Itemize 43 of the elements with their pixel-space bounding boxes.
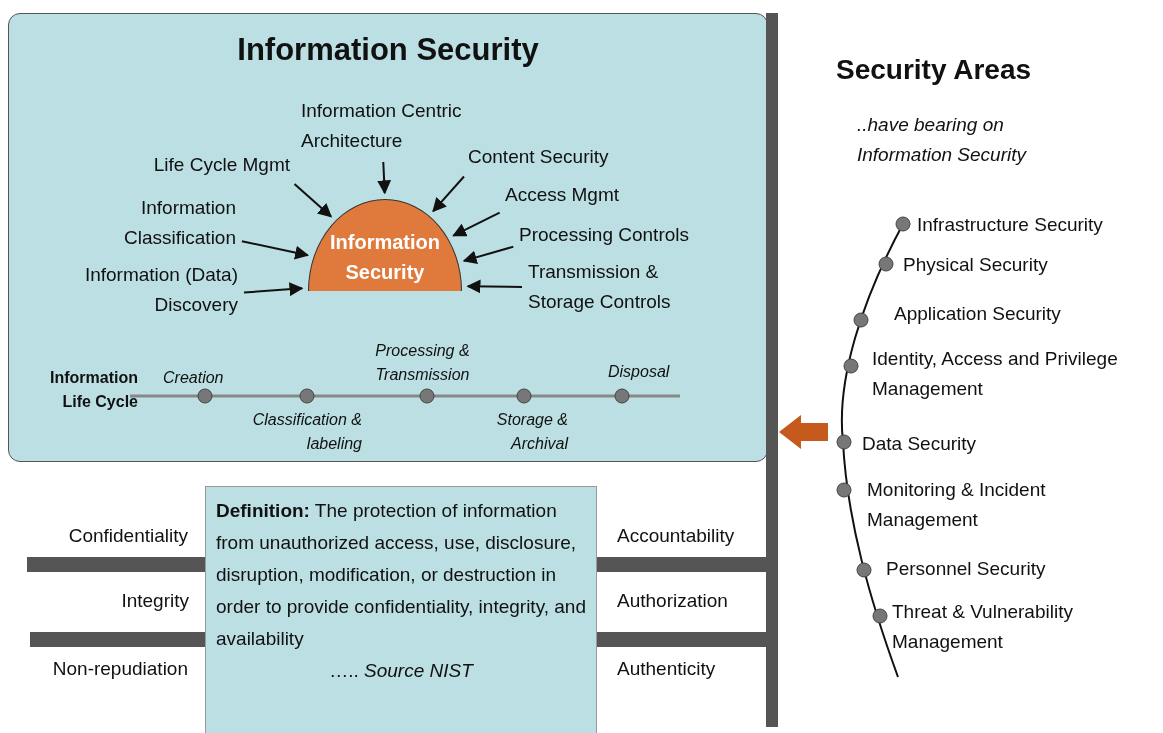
arrow (377, 161, 392, 195)
section-heading: Security Areas (836, 53, 1032, 87)
topic-label: Access Mgmt (505, 180, 620, 210)
semicircle: Information Security (308, 199, 462, 291)
property-label: Confidentiality (68, 524, 188, 548)
property-label: Authenticity (617, 657, 716, 681)
topic-label: Content Security (468, 142, 609, 172)
area-label: Personnel Security (886, 557, 1046, 581)
stage-label: Creation (163, 368, 224, 388)
topic-label: Information (Data) Discovery (40, 260, 238, 320)
arrow (452, 211, 501, 237)
property-label: Accountability (617, 524, 735, 548)
area-label: Identity, Access and Privilege Management (872, 347, 1119, 401)
arrow (293, 183, 333, 218)
topic-label: Life Cycle Mgmt (153, 150, 290, 180)
area-label: Infrastructure Security (917, 213, 1103, 237)
arrow (462, 245, 515, 265)
stage-label: Disposal (608, 362, 670, 382)
arrow (466, 279, 523, 294)
property-label: Non-repudiation (52, 657, 188, 681)
panel-heading: Information Security (237, 32, 539, 68)
definition-card (205, 486, 597, 733)
topic-label: Transmission & Storage Controls (528, 257, 708, 317)
property-label: Integrity (121, 589, 189, 613)
arrow (243, 282, 304, 297)
stage-label: Storage & Archival (495, 410, 568, 454)
panel (8, 13, 768, 462)
area-label: Data Security (862, 432, 977, 456)
subheading: ..have bearing on Information Security (857, 113, 1028, 167)
arrow (432, 175, 465, 213)
topic-label: Processing Controls (519, 220, 690, 250)
area-label: Physical Security (903, 253, 1048, 277)
area-label: Threat & Vulnerability Management (892, 600, 1074, 654)
arrow (240, 240, 310, 260)
area-label: Application Security (894, 302, 1061, 326)
stage-label: Processing & Transmission (374, 341, 471, 385)
topic-label: Information Classification (96, 193, 236, 253)
source-note: ….. Source NIST (329, 659, 473, 683)
section-label: Information Life Cycle (49, 368, 138, 412)
area-label: Monitoring & Incident Management (867, 478, 1047, 532)
property-label: Authorization (617, 589, 728, 613)
stage-label: Classification & labeling (251, 410, 362, 454)
definition-text: Definition: The protection of information from unauthorized access, use, disclosure, disruption, modification, or destruction in order to provide confidentiality, integrity, and availability (216, 499, 586, 651)
